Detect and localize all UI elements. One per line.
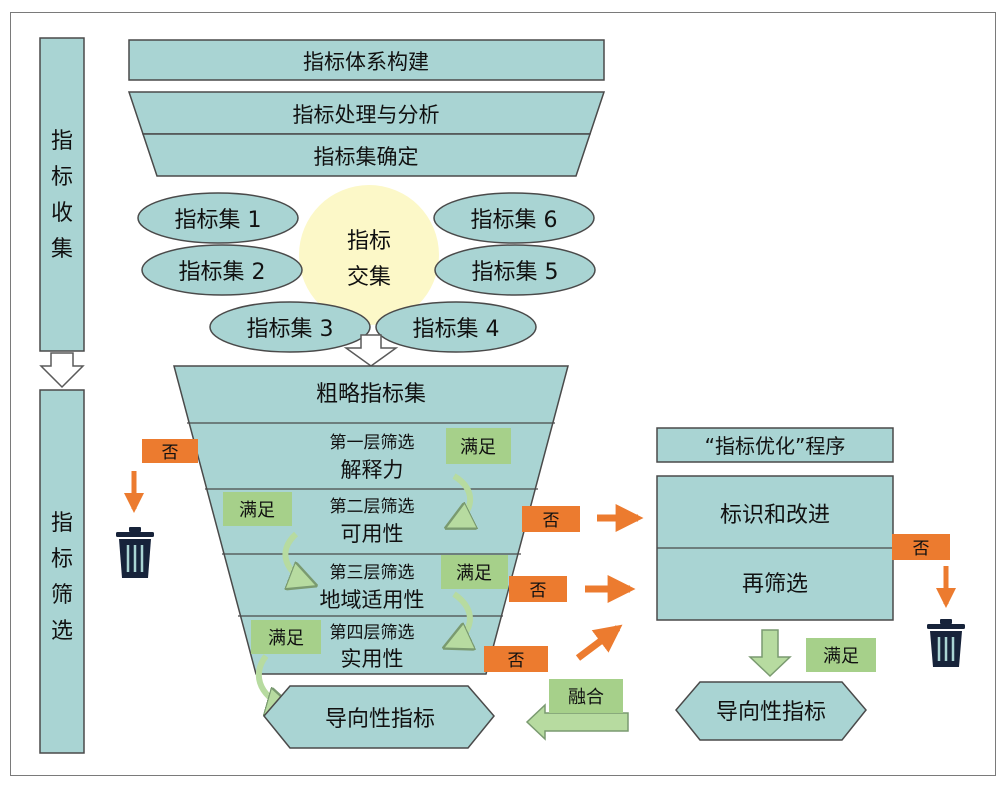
flow-arrow-layer2-to-3 xyxy=(282,531,312,584)
layer1-name: 第一层筛选 xyxy=(330,433,415,453)
satisfy-tag-2 xyxy=(223,492,292,526)
merge-tag-label: 融合 xyxy=(568,687,604,708)
sidebar-filter-char-2: 标 xyxy=(51,547,73,572)
no-tag-left xyxy=(142,439,198,463)
sidebar-collect-char-4: 集 xyxy=(51,237,73,262)
trash-icon-left xyxy=(116,527,154,578)
stage-build-label: 指标体系构建 xyxy=(303,50,429,74)
optimization-title-box xyxy=(656,427,894,463)
output-right-label: 导向性指标 xyxy=(716,700,826,725)
sidebar-collect-char-2: 标 xyxy=(51,165,73,190)
sidebar-filter: 指 标 筛 选 xyxy=(39,389,85,754)
layer2-name: 第二层筛选 xyxy=(330,497,415,517)
intersection-label-line2: 交集 xyxy=(347,265,391,290)
no-tag-layer3 xyxy=(509,576,567,602)
sets-down-arrow xyxy=(343,334,399,367)
layer1-criterion: 解释力 xyxy=(341,458,404,482)
set6-ellipse xyxy=(433,192,595,244)
satisfy-tag-1 xyxy=(446,428,511,464)
satisfy-tag-2-label: 满足 xyxy=(239,500,275,521)
sidebar-filter-char-4: 选 xyxy=(51,619,73,644)
layer3-criterion: 地域适用性 xyxy=(320,588,425,612)
satisfy-tag-right-label: 满足 xyxy=(823,646,859,667)
layer4-criterion: 实用性 xyxy=(341,647,404,671)
stage-confirm-box xyxy=(141,133,592,177)
set3-label: 指标集 3 xyxy=(247,317,334,342)
stage-build-box xyxy=(128,39,605,81)
funnel-top-label: 粗略指标集 xyxy=(316,382,426,407)
set5-ellipse xyxy=(434,244,596,296)
satisfy-tag-3 xyxy=(441,555,508,589)
set1-ellipse xyxy=(137,192,299,244)
optimization-down-arrow xyxy=(748,629,792,678)
set6-label: 指标集 6 xyxy=(471,208,558,233)
output-right-shape xyxy=(675,681,867,741)
no-tag-layer3-label: 否 xyxy=(530,581,547,601)
satisfy-tag-1-label: 满足 xyxy=(460,437,496,458)
output-left-shape xyxy=(263,685,495,749)
flow-arrow-layer3-to-4 xyxy=(448,591,470,646)
merge-arrow xyxy=(525,703,629,741)
optimization-step2: 再筛选 xyxy=(742,572,808,597)
set4-ellipse xyxy=(375,301,537,353)
stage-process-label: 指标处理与分析 xyxy=(293,103,440,127)
intersection-circle xyxy=(299,185,439,325)
set2-label: 指标集 2 xyxy=(179,260,266,285)
sidebar-collect-char-3: 收 xyxy=(51,201,73,226)
satisfy-tag-right xyxy=(806,638,876,672)
no-tag-layer2 xyxy=(522,506,580,532)
no-tag-layer4 xyxy=(484,646,548,672)
set5-label: 指标集 5 xyxy=(472,260,559,285)
sidebar-collect: 指 标 收 集 xyxy=(39,37,85,352)
satisfy-tag-3-label: 满足 xyxy=(456,563,492,584)
sidebar-filter-char-3: 筛 xyxy=(51,583,73,608)
sidebar-down-arrow xyxy=(39,352,85,389)
stage-confirm-label: 指标集确定 xyxy=(314,145,419,169)
no-tag-layer2-label: 否 xyxy=(543,511,560,531)
satisfy-tag-4-label: 满足 xyxy=(268,628,304,649)
satisfy-tag-4 xyxy=(251,620,321,654)
intersection-label-line1: 指标 xyxy=(347,229,391,254)
optimization-step1: 标识和改进 xyxy=(720,503,830,528)
set1-label: 指标集 1 xyxy=(175,208,262,233)
no-tag-right-label: 否 xyxy=(913,539,930,559)
layer4-name: 第四层筛选 xyxy=(330,623,415,643)
diagram-frame xyxy=(10,12,996,776)
trash-icon-right xyxy=(927,619,965,667)
layer3-name: 第三层筛选 xyxy=(330,563,415,583)
set3-ellipse xyxy=(209,301,371,353)
set4-label: 指标集 4 xyxy=(413,317,500,342)
layer2-criterion: 可用性 xyxy=(341,522,404,546)
optimization-title: “指标优化”程序 xyxy=(705,434,846,458)
no-tag-left-label: 否 xyxy=(162,443,179,463)
flow-arrow-layer1-to-2 xyxy=(450,473,470,526)
no-arrow-layer4 xyxy=(575,624,623,661)
sidebar-collect-char-1: 指 xyxy=(51,129,73,154)
merge-tag xyxy=(549,679,623,713)
set2-ellipse xyxy=(141,244,303,296)
output-left-label: 导向性指标 xyxy=(325,707,435,732)
no-tag-layer4-label: 否 xyxy=(508,651,525,671)
no-tag-right xyxy=(892,534,950,560)
sidebar-filter-char-1: 指 xyxy=(51,511,73,536)
